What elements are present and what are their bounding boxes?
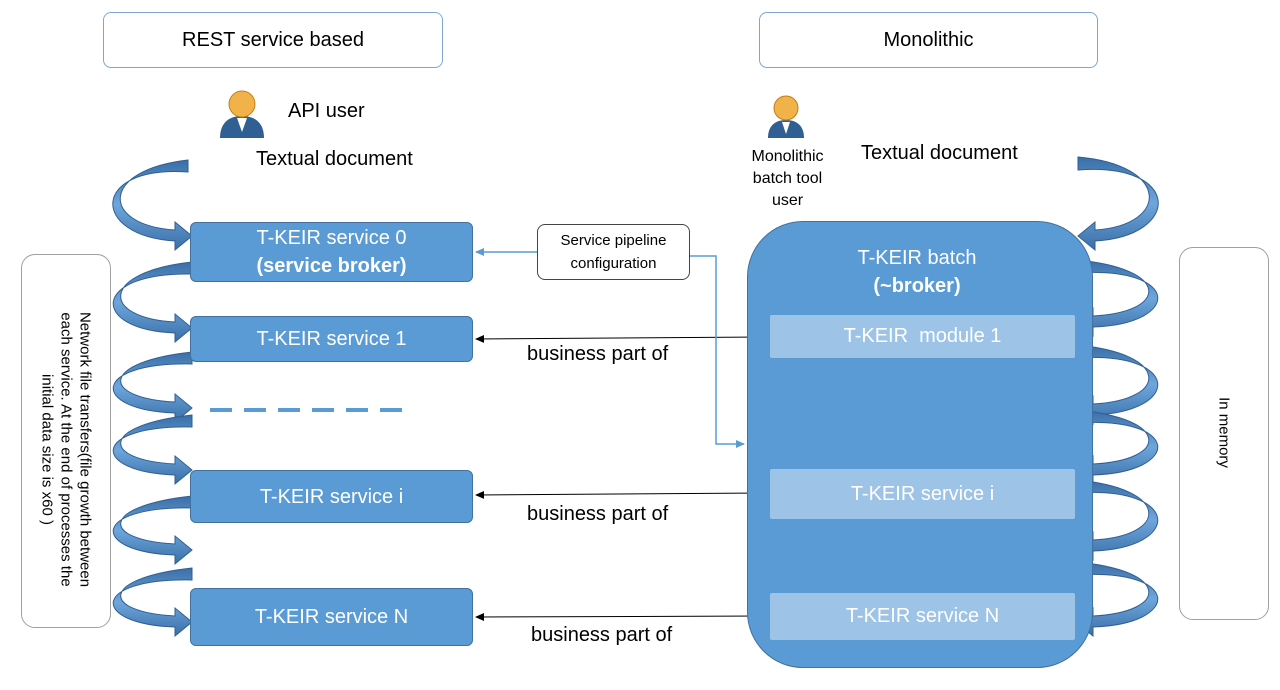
business-label-n: business part of [531,624,673,646]
api-user-label: API user [288,100,365,122]
batch-title: T-KEIR batch (~broker) [747,244,1087,300]
user-label-line: Monolithic [751,148,824,165]
batch-title-line: T-KEIR batch [857,247,977,269]
user-icon [768,95,804,138]
curved-arrow-icon [1075,259,1159,338]
pipeline-to-batch [690,255,745,448]
network-note-line: Network file transfers(file growth betwe… [76,311,94,588]
batch-subtitle: (~broker) [873,275,961,297]
curved-arrow-icon [112,351,193,424]
module-n-label: T-KEIR service N [845,605,1000,627]
curved-arrow-icon [112,567,193,638]
pipeline-config-line: Service pipeline [560,232,667,249]
business-label-1: business part of [527,343,669,365]
service-1-title: T-KEIR service 1 [256,328,407,350]
user-icon [220,90,264,138]
left-curved-arrows [112,159,193,638]
pipeline-config-box: Service pipeline configuration [537,224,690,280]
business-connector-1 [475,334,771,343]
right-curved-arrows [1075,156,1159,638]
network-note-text: Network file transfers(file growth betwe… [38,290,95,610]
memory-note-text: In memory [1215,397,1233,468]
business-connector-i [475,490,771,499]
service-1-box: T-KEIR service 1 [190,316,473,362]
service-i-title: T-KEIR service i [259,485,404,508]
module-i-label: T-KEIR service i [850,482,995,505]
module-n-box: T-KEIR service N [770,593,1075,640]
curved-arrow-icon [112,261,193,344]
service-i-box: T-KEIR service i [190,470,473,523]
memory-note-box [1179,247,1269,620]
user-label-line: batch tool [752,170,823,187]
monolithic-header: Monolithic [759,12,1098,68]
rest-header-label: REST service based [182,28,364,51]
rest-header: REST service based [103,12,443,68]
pipeline-config-line: configuration [570,255,657,272]
curved-arrow-icon [1075,479,1159,562]
monolithic-header-label: Monolithic [883,28,974,51]
network-note-line: initial data size is x60 ) [38,374,56,525]
left-input-label: Textual document [256,148,413,170]
service-n-title: T-KEIR service N [254,606,409,628]
monolithic-user-label: Monolithic batch tool user [740,146,835,212]
service-0-title: T-KEIR service 0 [256,227,407,249]
module-1-box: T-KEIR module 1 [770,315,1075,358]
network-note-box [21,254,111,628]
service-n-box: T-KEIR service N [190,588,473,646]
network-note-line: each service. At the end of processes th… [57,312,75,587]
right-input-label: Textual document [861,142,1018,164]
curved-arrow-icon [112,414,193,486]
user-label-line: user [771,192,804,209]
module-1-label: T-KEIR module 1 [843,325,1002,347]
service-0-box: T-KEIR service 0 (service broker) [190,222,473,282]
business-connector-n [475,612,771,621]
module-i-box: T-KEIR service i [770,469,1075,519]
curved-arrow-icon [1077,156,1159,252]
service-0-subtitle: (service broker) [256,255,407,277]
business-label-i: business part of [527,503,669,525]
curved-arrow-icon [112,159,193,252]
curved-arrow-icon [112,495,193,566]
curved-arrow-icon [1075,561,1159,638]
